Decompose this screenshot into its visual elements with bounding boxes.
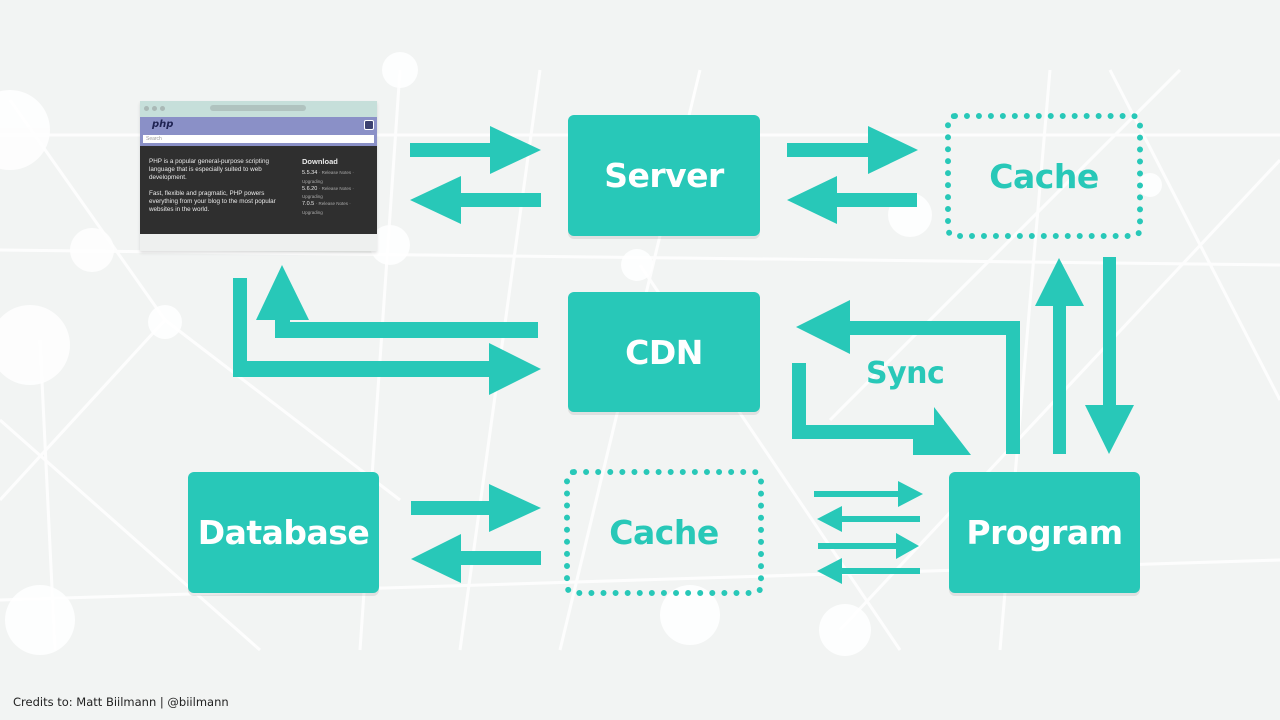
upgrading-link: Upgrading [302,194,323,199]
release-notes-link: · Release Notes · [318,185,354,191]
arrow-cache-to-database [411,534,541,583]
arrow-browser-to-server [410,126,541,174]
arrow-database-to-cache [411,484,541,532]
credits-text: Credits to: Matt Biilmann | @biilmann [13,695,229,709]
upgrading-link: Upgrading [302,209,323,215]
window-dot-icon [152,106,157,111]
hamburger-menu-icon [364,120,374,130]
release-notes-link: · Release Notes · [318,170,354,175]
cache-top-node: Cache [945,113,1143,239]
release-notes-link: · Release Notes · [315,201,351,206]
arrow-cache-to-program [1085,257,1134,454]
arrow-cache-to-server [787,176,917,224]
version-item: 7.0.5 · Release Notes · Upgrading [302,200,372,216]
url-bar [210,105,306,111]
arrow-server-to-cache [787,126,918,174]
arrow-program-to-cache-1 [817,506,920,532]
version-number: 5.5.34 [302,170,318,176]
database-node: Database [188,472,379,593]
arrow-cache-to-program-1 [814,481,923,507]
cache-bottom-node: Cache [564,469,764,596]
browser-titlebar [140,101,377,117]
arrow-cache-to-program-2 [818,533,919,559]
arrow-program-to-cdn [796,300,1020,454]
cdn-node: CDN [568,292,760,412]
php-website-browser: php Search PHP is a popular general-purp… [140,101,377,251]
window-dot-icon [144,106,149,111]
search-bar: Search [140,134,377,146]
search-input: Search [143,135,374,143]
php-logo: php [152,119,174,130]
intro-paragraph-1: PHP is a popular general-purpose scripti… [149,158,269,181]
version-number: 5.6.20 [302,185,318,192]
arrow-program-to-cache [1035,258,1084,454]
version-item: 5.6.20 · Release Notes · Upgrading [302,185,372,201]
php-content: PHP is a popular general-purpose scripti… [140,146,377,234]
arrow-cdn-to-program [792,363,971,455]
upgrading-link: Upgrading [302,178,323,184]
program-node: Program [949,472,1140,593]
arrow-cdn-to-browser [256,265,538,338]
php-intro: PHP is a popular general-purpose scripti… [149,158,284,222]
download-title: Download [302,157,338,166]
intro-paragraph-2: Fast, flexible and pragmatic, PHP powers… [149,190,276,213]
server-node: Server [568,115,760,236]
window-dot-icon [160,106,165,111]
arrow-browser-to-cdn [233,278,541,395]
version-item: 5.5.34 · Release Notes · Upgrading [302,169,372,185]
php-header: php [140,117,377,134]
arrow-program-to-cache-2 [817,558,920,584]
arrow-server-to-browser [410,176,541,224]
sync-label: Sync [866,356,945,391]
version-number: 7.0.5 [302,201,315,207]
download-section: Download 5.5.34 · Release Notes · Upgrad… [302,158,372,216]
